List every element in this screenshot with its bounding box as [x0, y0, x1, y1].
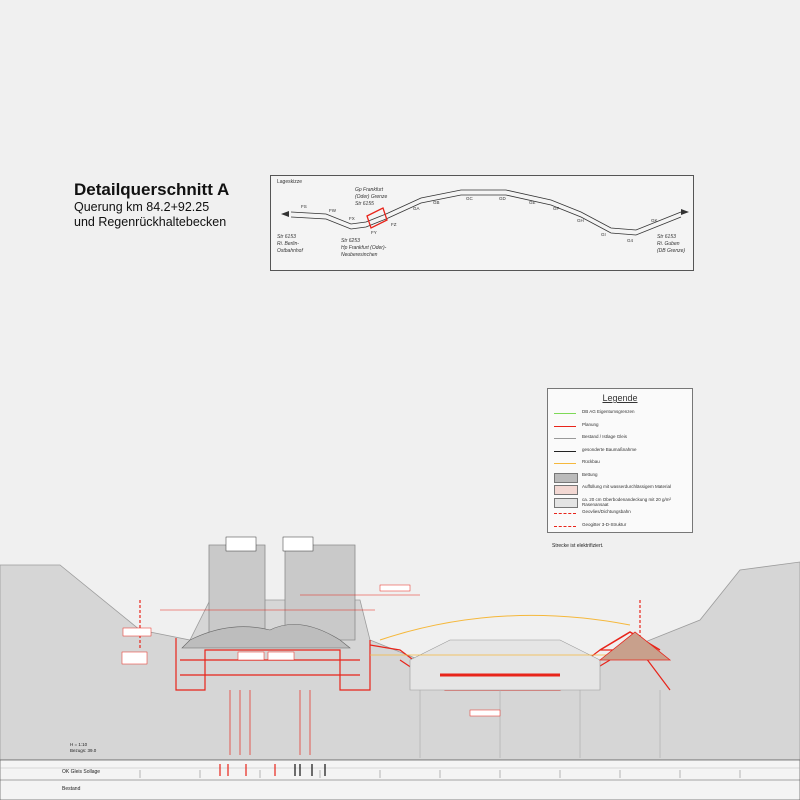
site-sketch-label-middle-bottom: Str 6253 Hp Frankfurt (Oder)- Neuberesin… [341, 238, 386, 259]
segment-label: FS [301, 204, 307, 209]
legend-label: Rückbau [582, 459, 600, 464]
label-line: Str 6253 [341, 238, 360, 244]
drawing-subtitle-1: Querung km 84.2+92.25 [74, 200, 210, 214]
legend-item: Geogitter 3-D-Struktur [554, 522, 690, 533]
segment-label: FX [349, 216, 355, 221]
legend-item: Auffüllung mit wasserdurchlässigem Mater… [554, 484, 690, 495]
catenary-mast-right [284, 544, 356, 641]
segment-label: GF [553, 206, 560, 211]
foundation-piles [229, 690, 311, 755]
site-sketch-label-middle-top: Gp Frankfurt (Oder) Grenze Str 6155 [355, 187, 387, 208]
highlighted-segment [366, 207, 388, 229]
track-line-lower [290, 194, 682, 236]
arrow-east-icon [681, 209, 689, 215]
segment-label: G4 [627, 238, 634, 243]
segment-label: FY [371, 230, 377, 235]
legend-label: Planung [582, 421, 599, 427]
label-line: (Oder) Grenze [355, 194, 388, 200]
catenary-mast-left [208, 544, 266, 641]
ruler-row1-label: OK Gleis Sollage [62, 769, 101, 775]
legend-swatch [554, 472, 578, 483]
legend-label: Auffüllung mit wasserdurchlässigem Mater… [582, 484, 671, 489]
legend-swatch [554, 525, 576, 527]
legend-swatch [554, 513, 576, 514]
label-line: Ri. Berlin- [277, 241, 299, 247]
legend-item: Rückbau [554, 459, 690, 470]
legend-item: Bettung [554, 472, 690, 483]
legend-item: DB AG Eigentumsgrenzen [554, 409, 690, 420]
retention-basin [409, 639, 601, 691]
label-line: Str 6153 [277, 234, 296, 240]
segment-label: GB [433, 200, 440, 205]
legend-swatch [554, 438, 576, 439]
legend-swatch [554, 413, 576, 414]
mast-label-right [282, 536, 314, 552]
legend-swatch [554, 463, 576, 464]
legend-label: Geogitter 3-D-Struktur [582, 521, 627, 527]
legend-label: Bestand / Istlage Gleis [582, 434, 628, 439]
legend-item: Geovlies/Dichtungsbahn [554, 509, 690, 520]
label-line: Ri. Guben [657, 241, 680, 247]
label-line: (DB Grenze) [657, 248, 686, 254]
label-line: Ostbahnhof [277, 248, 303, 254]
segment-label: FW [329, 208, 336, 213]
label-line: Str 6153 [657, 234, 676, 240]
label-line: Hp Frankfurt (Oder)- [341, 245, 387, 251]
label-line: Gp Frankfurt [355, 187, 384, 193]
legend-item: gesonderte Baumaßnahme [554, 447, 690, 458]
right-embankment [598, 631, 672, 661]
legend-label: gesonderte Baumaßnahme [582, 446, 637, 452]
legend-item: Bestand / Istlage Gleis [554, 434, 690, 445]
legend-item: Planung [554, 422, 690, 433]
removal-contour [379, 614, 631, 641]
ruler-ticks [139, 770, 741, 778]
site-sketch-heading: Lageskizze [277, 179, 303, 185]
scale-line: H = 1:10 [70, 742, 88, 747]
legend-title: Legende [602, 393, 638, 403]
scale-note: H = 1:10 Bezugs: 39.0 [70, 742, 96, 754]
arrow-west-icon [281, 211, 289, 217]
legend-swatch [554, 425, 576, 427]
scale-line: Bezugs: 39.0 [70, 748, 97, 753]
label-line: Neuberesinchen [341, 252, 378, 258]
legend-item: ca. 20 cm Oberbodenandeckung mit 20 g/m²… [554, 497, 690, 508]
drawing-subtitle-2: und Regenrückhaltebecken [74, 215, 227, 229]
segment-label: GA [413, 206, 420, 211]
segment-label: GE [529, 200, 536, 205]
ballast-bed [181, 624, 351, 649]
drawing-title: Detailquerschnitt A [74, 180, 230, 199]
segment-label: GI [601, 232, 606, 237]
site-sketch-label-east: Str 6153 Ri. Guben (DB Grenze) [657, 234, 685, 255]
ruler-row2-label: Bestand [62, 786, 81, 792]
label-line: Str 6155 [355, 201, 374, 207]
legend-label: Geovlies/Dichtungsbahn [582, 509, 631, 514]
track-line-upper [290, 189, 682, 231]
mast-label-left [225, 536, 257, 552]
title-block: Detailquerschnitt A Querung km 84.2+92.2… [74, 180, 229, 230]
segment-label: FZ [391, 222, 397, 227]
annotation-boxes [121, 584, 501, 717]
legend-swatch [554, 450, 576, 452]
legend-label: Bettung [582, 471, 598, 477]
gray-piles [419, 690, 661, 758]
site-sketch: Lageskizze Str 6153 Ri. Berlin- Ostbahnh… [270, 175, 694, 271]
legend-swatch [554, 485, 578, 495]
segment-label: GH [577, 218, 584, 223]
site-sketch-map [281, 189, 689, 236]
segment-label: GK [651, 218, 658, 223]
segment-label: GD [499, 196, 506, 201]
ruler-black-marks [294, 764, 326, 776]
legend-swatch [554, 497, 578, 508]
legend-label: ca. 20 cm Oberbodenandeckung mit 20 g/m²… [582, 496, 672, 508]
electrified-note: Strecke ist elektrifiziert. [552, 543, 604, 549]
terrain-mass [0, 561, 800, 761]
ruler-red-marks [219, 764, 276, 776]
site-sketch-label-west: Str 6153 Ri. Berlin- Ostbahnhof [277, 234, 303, 255]
segment-label: GC [466, 196, 473, 201]
legend-label: DB AG Eigentumsgrenzen [582, 409, 635, 414]
